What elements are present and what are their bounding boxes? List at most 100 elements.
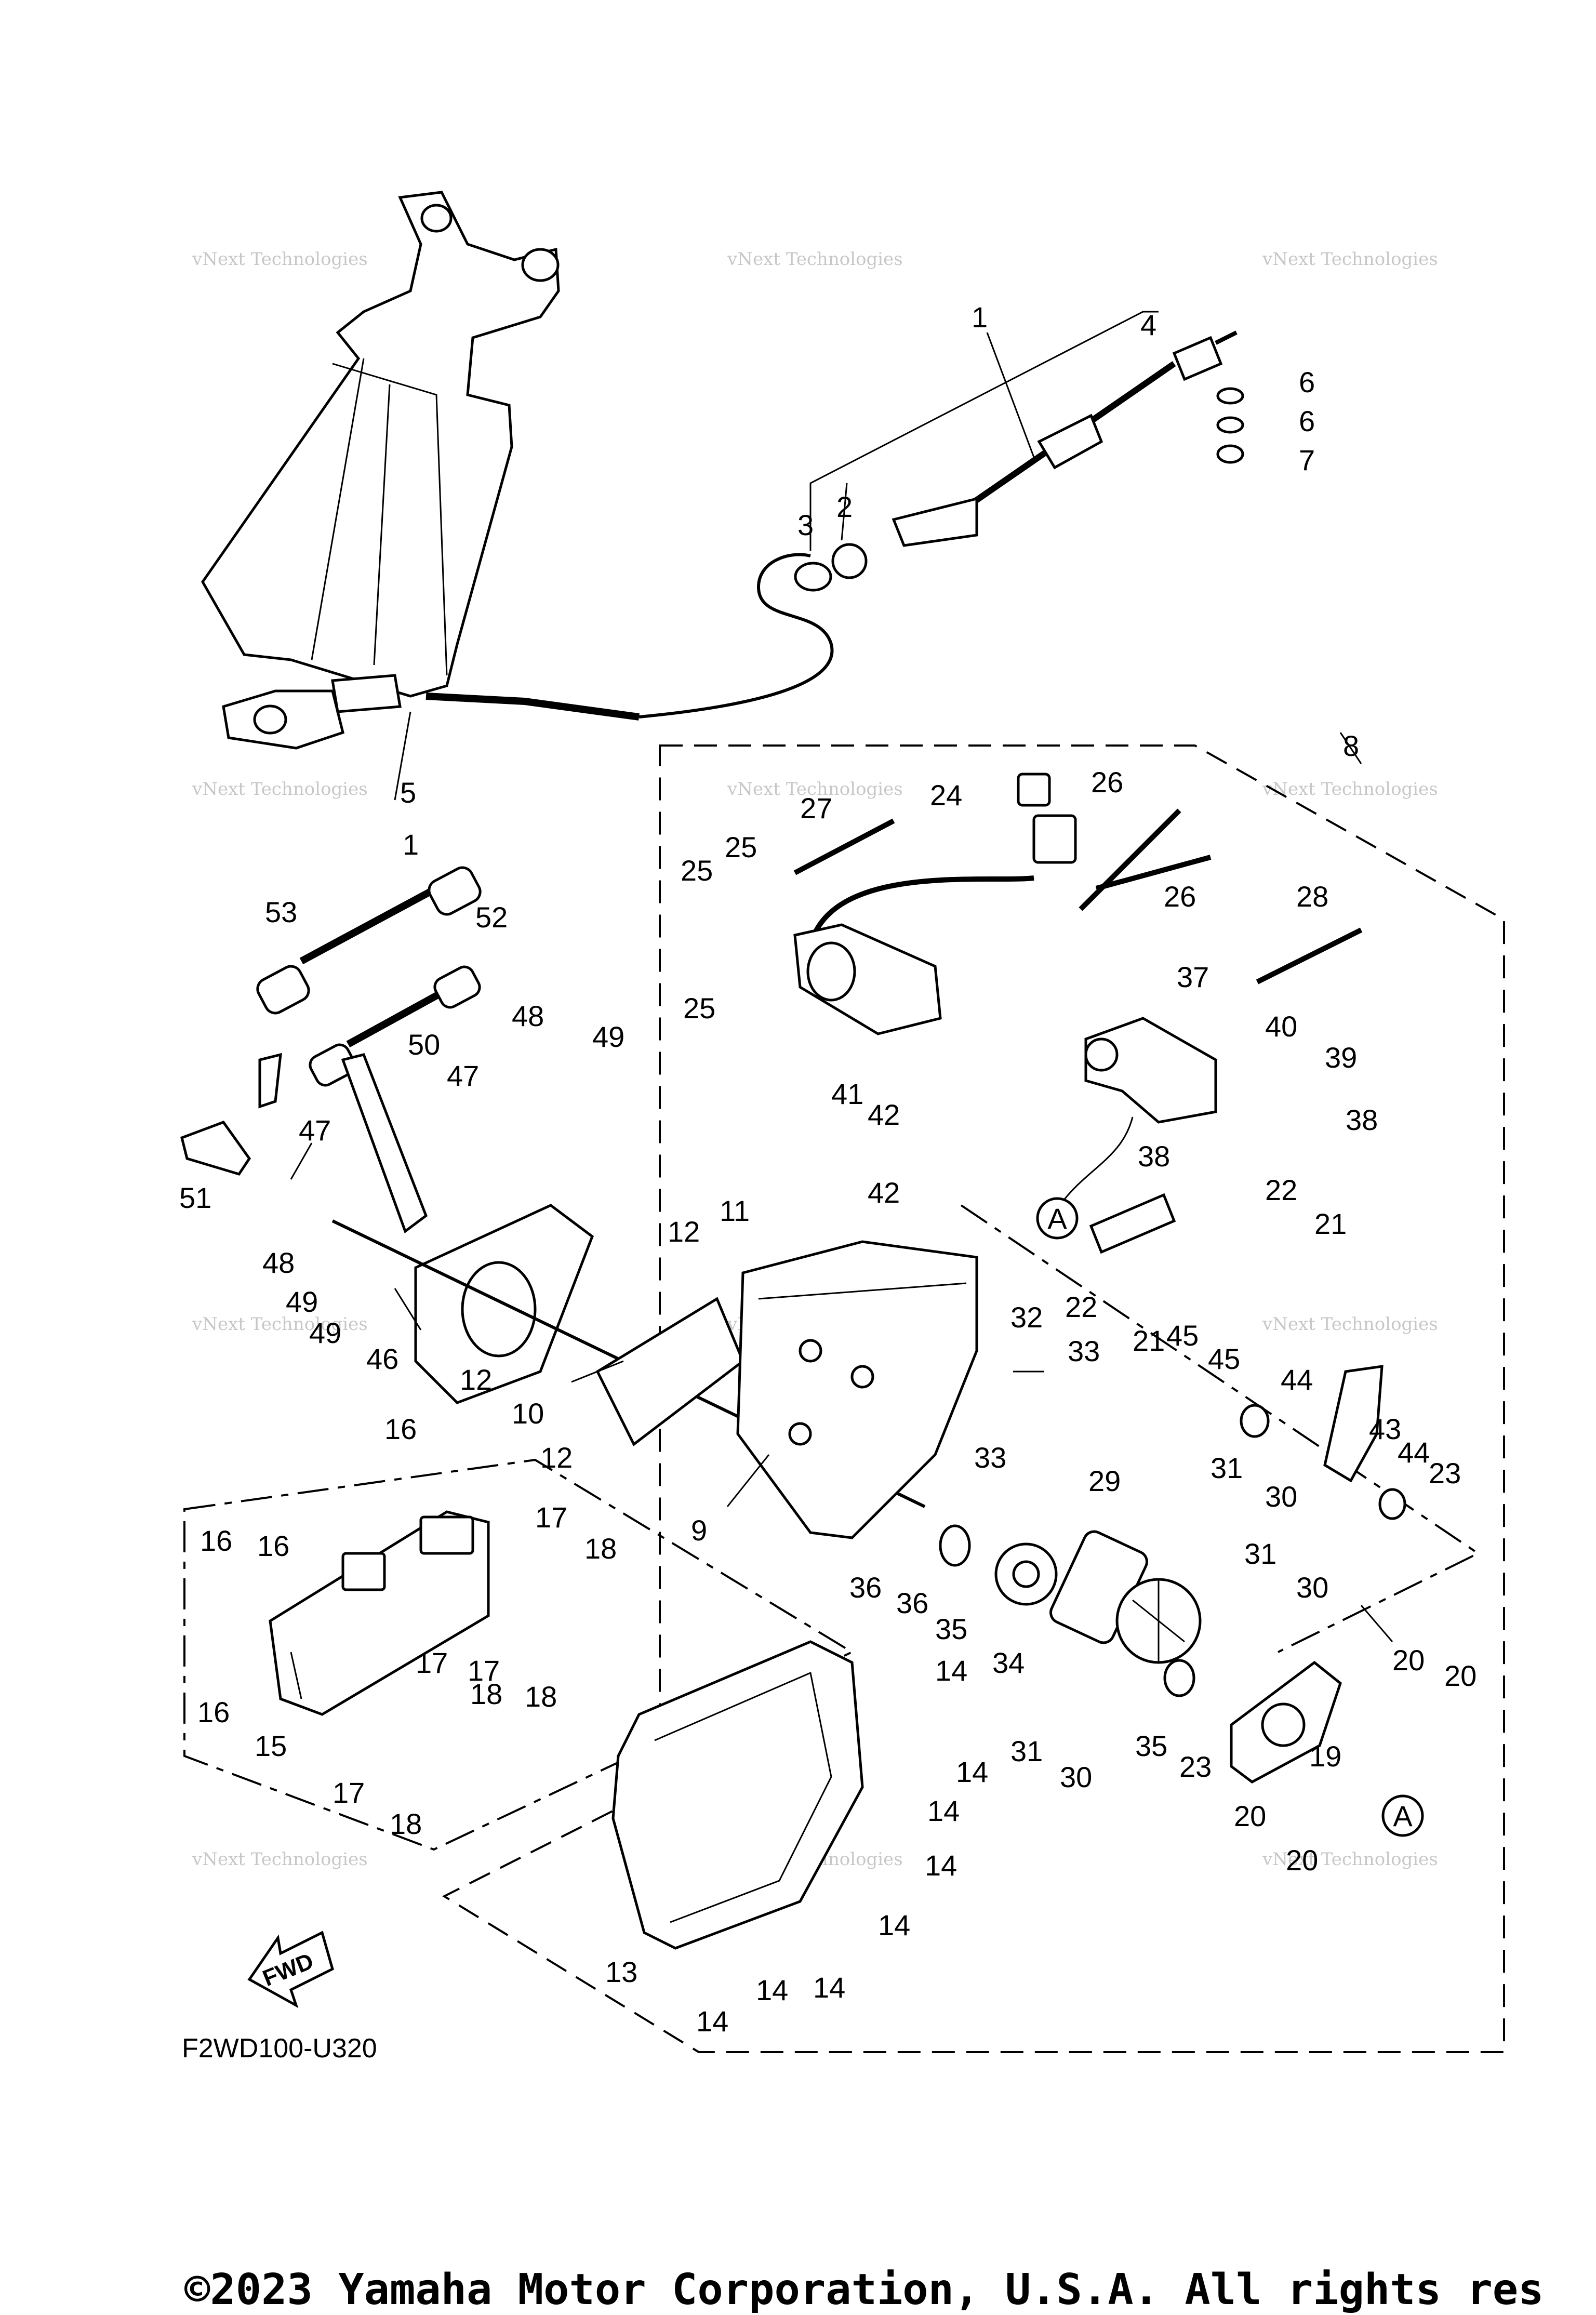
callout-42b: 42 <box>868 1176 900 1209</box>
control-unit-15 <box>269 1510 490 1716</box>
washer-6a <box>1216 387 1244 405</box>
callout-21b: 21 <box>1133 1324 1165 1357</box>
nut-7 <box>1216 444 1244 464</box>
callout-14b: 14 <box>956 1755 988 1788</box>
callout-23a: 23 <box>1429 1457 1461 1489</box>
nut-3 <box>794 562 832 592</box>
callout-47a: 47 <box>447 1059 479 1092</box>
callout-49c: 49 <box>309 1316 341 1349</box>
callout-labels: 1 2 3 4 5 1 6 6 7 8 9 10 11 12 12 12 13 … <box>179 301 1477 2038</box>
diagram-code: F2WD100-U320 <box>182 2033 377 2064</box>
callout-1: 1 <box>972 301 988 334</box>
callout-51: 51 <box>179 1181 211 1214</box>
watermark: vNext Technologies <box>192 1314 368 1335</box>
callout-28: 28 <box>1296 880 1328 913</box>
callout-25c: 25 <box>683 992 715 1025</box>
callout-26b: 26 <box>1164 880 1196 913</box>
watermark: vNext Technologies <box>1262 1849 1438 1870</box>
callout-47b: 47 <box>299 1114 331 1147</box>
callout-14a: 14 <box>935 1654 967 1687</box>
callout-17a: 17 <box>535 1501 567 1534</box>
callout-44b: 44 <box>1398 1436 1430 1469</box>
callout-26a: 26 <box>1091 766 1123 799</box>
callout-14d: 14 <box>925 1849 957 1882</box>
callout-29: 29 <box>1088 1465 1121 1497</box>
callout-12a: 12 <box>668 1215 700 1248</box>
callout-30b: 30 <box>1296 1571 1328 1604</box>
callout-20c: 20 <box>1234 1800 1266 1832</box>
motor-gear-assembly <box>939 1365 1406 1784</box>
callout-19: 19 <box>1309 1740 1341 1773</box>
callout-2: 2 <box>836 490 853 523</box>
washer-6b <box>1216 416 1244 434</box>
callout-45a: 45 <box>1166 1319 1199 1352</box>
callout-8: 8 <box>1343 729 1359 762</box>
callout-27: 27 <box>800 792 832 824</box>
circle-a-marker: A <box>1036 1197 1079 1240</box>
callout-16b: 16 <box>257 1529 289 1562</box>
watermark: vNext Technologies <box>1262 249 1438 270</box>
callout-9: 9 <box>691 1514 707 1547</box>
callout-18d: 18 <box>390 1807 422 1840</box>
callout-49b: 49 <box>286 1285 318 1318</box>
callout-7: 7 <box>1299 444 1315 476</box>
callout-43: 43 <box>1369 1413 1401 1445</box>
watermark: vNext Technologies <box>192 1849 368 1870</box>
callout-42a: 42 <box>868 1098 900 1131</box>
callout-35a: 35 <box>935 1613 967 1645</box>
callout-3: 3 <box>797 509 814 541</box>
callout-16c: 16 <box>200 1524 232 1557</box>
callout-10: 10 <box>512 1397 544 1430</box>
callout-49a: 49 <box>592 1020 624 1053</box>
motor-assembly-boundary <box>960 1204 1480 1653</box>
callout-18a: 18 <box>584 1532 617 1565</box>
watermark: vNext Technologies <box>727 249 903 270</box>
circle-a-label: A <box>1393 1800 1413 1832</box>
callout-20b: 20 <box>1444 1659 1477 1692</box>
callout-18c: 18 <box>470 1678 502 1710</box>
steering-rods <box>180 866 482 1234</box>
callout-18b: 18 <box>525 1680 557 1713</box>
callout-46: 46 <box>366 1342 398 1375</box>
cover-13 <box>611 1640 864 1950</box>
callout-50: 50 <box>408 1028 440 1061</box>
callout-34: 34 <box>992 1646 1025 1679</box>
callout-14h: 14 <box>696 2005 728 2038</box>
callout-20a: 20 <box>1392 1644 1425 1677</box>
steering-cable <box>425 330 1238 721</box>
callout-14g: 14 <box>756 1974 788 2006</box>
callout-48b: 48 <box>262 1246 295 1279</box>
callout-31c: 31 <box>1010 1735 1043 1767</box>
callout-5: 5 <box>400 776 416 809</box>
callout-17c: 17 <box>416 1646 448 1679</box>
callout-33b: 33 <box>974 1441 1006 1474</box>
callout-20d: 20 <box>1286 1844 1318 1877</box>
fwd-arrow: FWD <box>247 1931 334 2008</box>
callout-23b: 23 <box>1179 1750 1212 1783</box>
callout-38b: 38 <box>1138 1140 1170 1173</box>
callout-24: 24 <box>930 779 962 811</box>
leader-lines <box>290 311 1393 1642</box>
wire-harness <box>793 773 1363 1035</box>
callout-41: 41 <box>831 1077 863 1110</box>
callout-53: 53 <box>265 896 297 928</box>
callout-44a: 44 <box>1281 1363 1313 1396</box>
callout-16a: 16 <box>384 1413 417 1445</box>
callout-22b: 22 <box>1065 1290 1097 1323</box>
callout-1b: 1 <box>403 828 419 861</box>
callout-14f: 14 <box>813 1971 845 2004</box>
callout-11: 11 <box>720 1194 750 1227</box>
callout-21a: 21 <box>1314 1207 1347 1240</box>
callout-22a: 22 <box>1265 1174 1297 1206</box>
callout-31a: 31 <box>1211 1452 1243 1484</box>
callout-37: 37 <box>1177 961 1209 993</box>
callout-32: 32 <box>1010 1301 1043 1334</box>
callout-52: 52 <box>475 901 508 934</box>
washer-2 <box>831 543 868 579</box>
circle-a-marker: A <box>1381 1794 1424 1837</box>
callout-14e: 14 <box>878 1909 910 1941</box>
callout-4: 4 <box>1140 309 1156 341</box>
watermark: vNext Technologies <box>192 249 368 270</box>
callout-16d: 16 <box>197 1696 230 1728</box>
callout-39: 39 <box>1325 1041 1357 1074</box>
